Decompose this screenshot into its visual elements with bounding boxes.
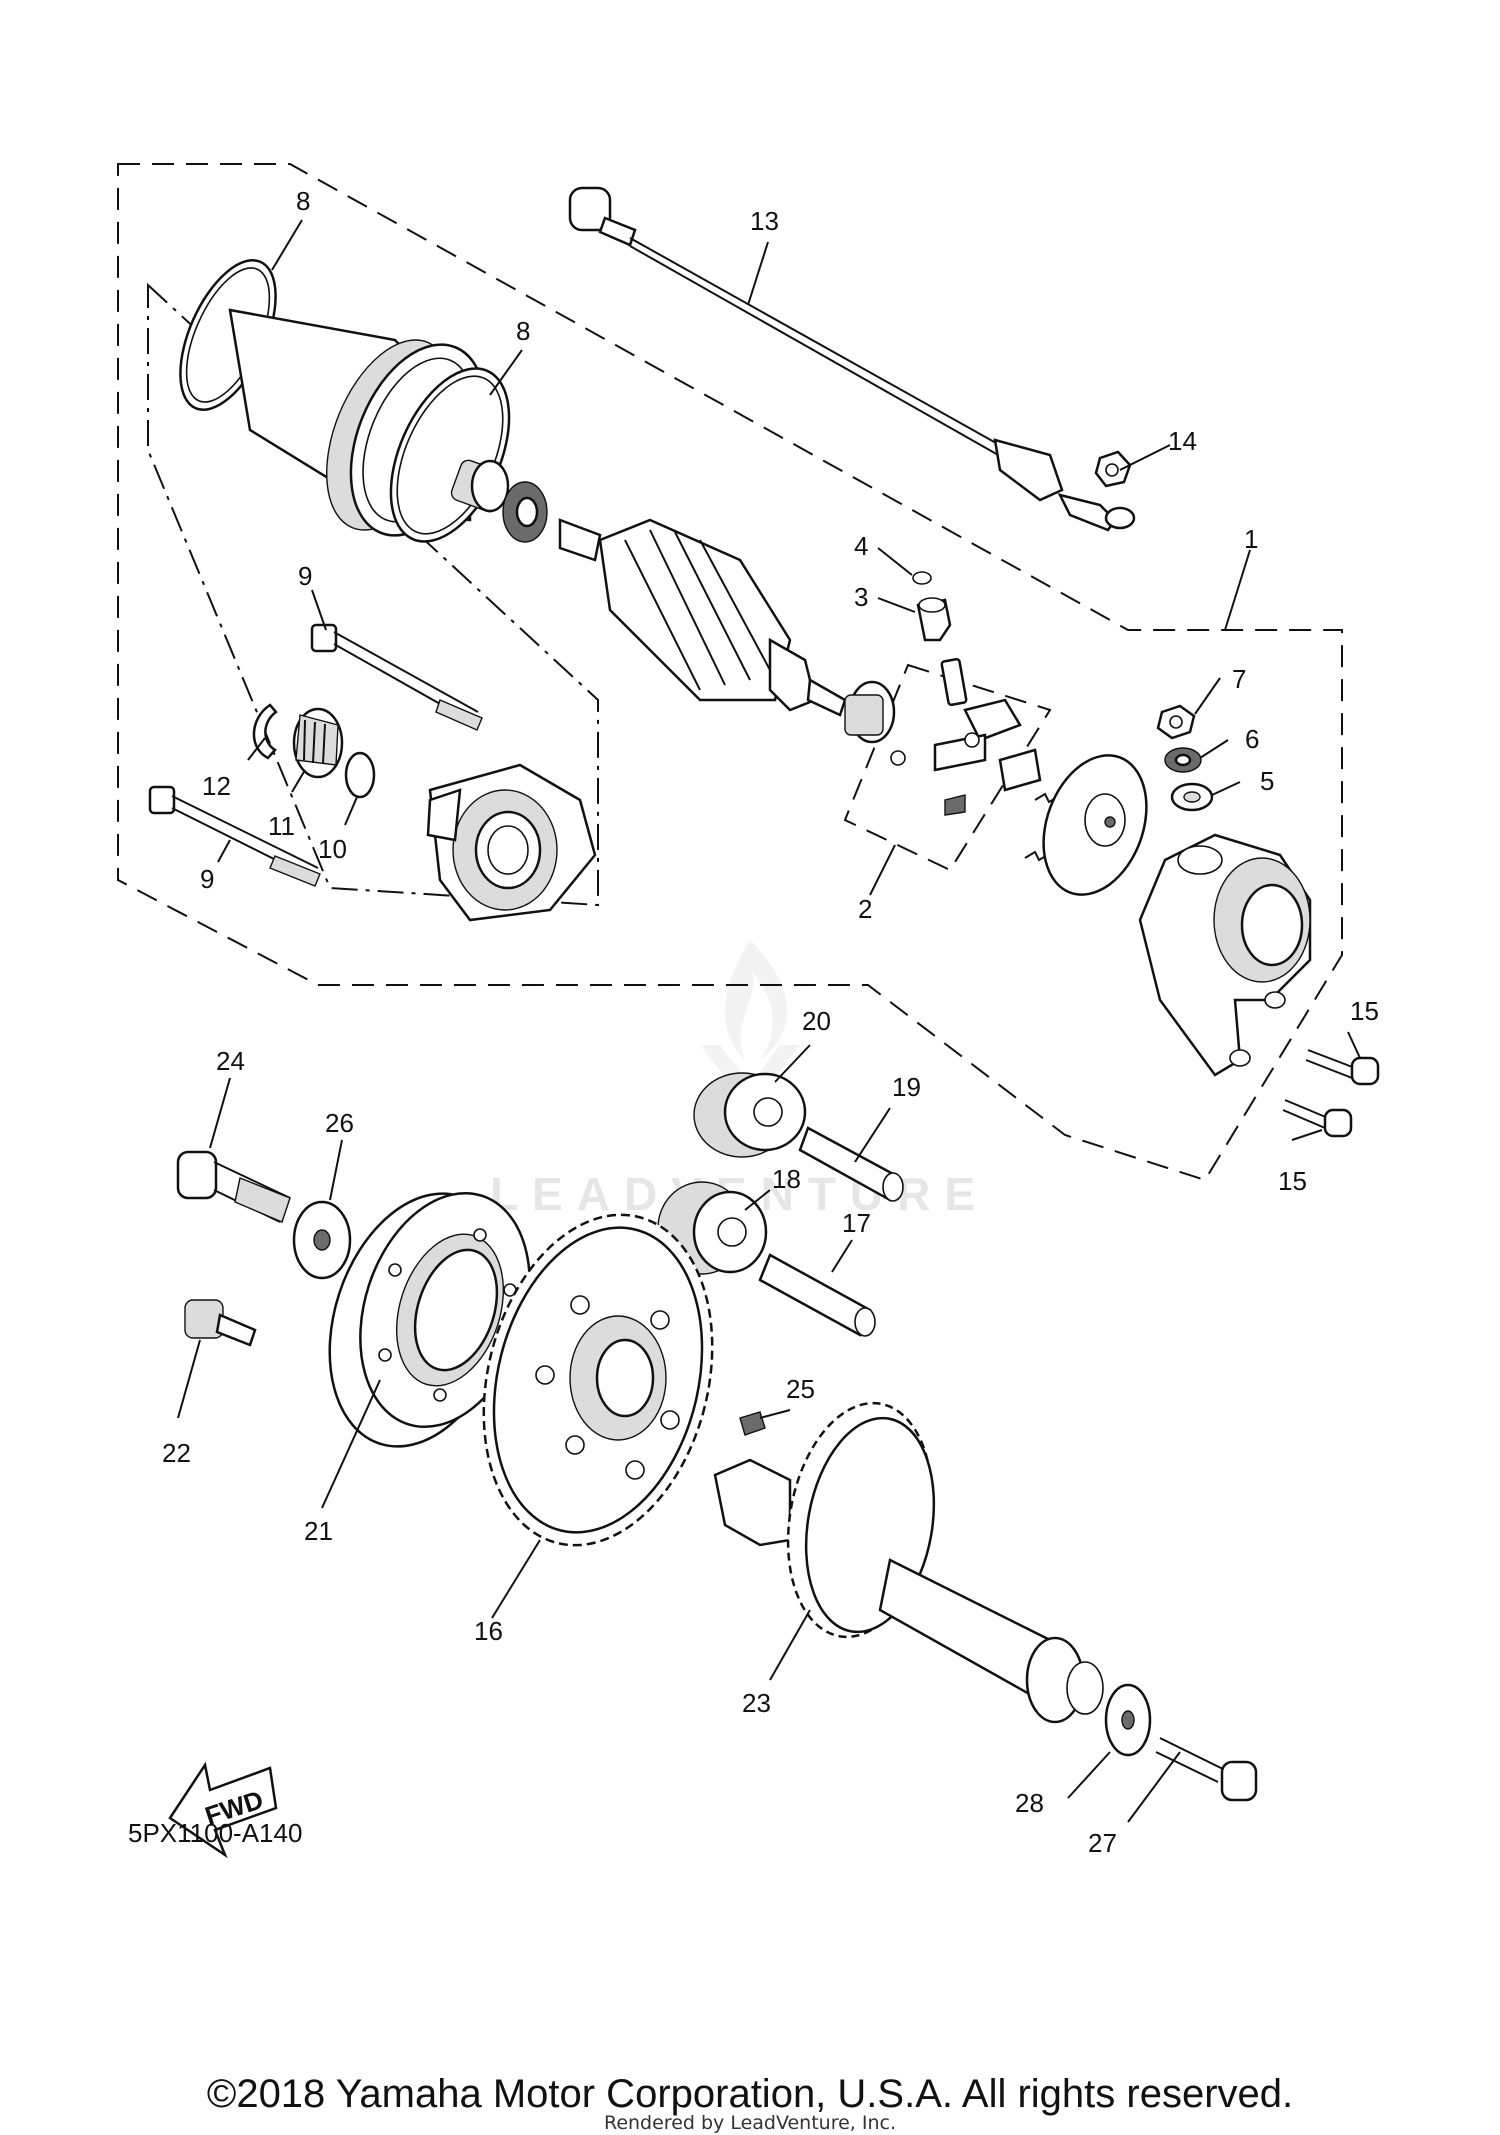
callout-5: 5 — [1260, 766, 1274, 796]
key-25 — [739, 1411, 766, 1436]
callout-24: 24 — [216, 1046, 245, 1076]
callout-19: 19 — [892, 1072, 921, 1102]
washer-28 — [1104, 1683, 1152, 1757]
callout-11: 11 — [268, 811, 295, 841]
callout-4: 4 — [854, 531, 868, 561]
callout-2: 2 — [858, 894, 872, 924]
circlip — [252, 703, 278, 760]
callout-17: 17 — [842, 1208, 871, 1238]
callout-22: 22 — [162, 1438, 191, 1468]
callout-9a: 9 — [298, 561, 312, 591]
callout-26: 26 — [325, 1108, 354, 1138]
o-ring-10 — [344, 751, 376, 799]
washer-26 — [292, 1200, 352, 1280]
callout-1: 1 — [1244, 524, 1258, 554]
through-bolt-upper — [310, 623, 483, 731]
callout-6: 6 — [1245, 724, 1259, 754]
callout-16: 16 — [474, 1616, 503, 1646]
callout-7: 7 — [1232, 664, 1246, 694]
bolt-22 — [184, 1299, 257, 1347]
bolt-24 — [176, 1150, 291, 1223]
through-bolt-lower — [148, 785, 321, 887]
bolt-15a — [1305, 1049, 1380, 1086]
callout-12: 12 — [202, 771, 231, 801]
callout-15b: 15 — [1278, 1166, 1307, 1196]
callout-8a: 8 — [296, 186, 310, 216]
nut-14 — [1094, 450, 1132, 488]
callout-27: 27 — [1088, 1828, 1117, 1858]
watermark-logo — [700, 940, 800, 1110]
brush-plate — [1042, 754, 1148, 896]
washer-5 — [1170, 782, 1214, 812]
rendered-by-credit: Rendered by LeadVenture, Inc. — [603, 2112, 897, 2134]
idler-gear-20 — [693, 1072, 807, 1158]
callout-25: 25 — [786, 1374, 815, 1404]
callout-13: 13 — [750, 206, 779, 236]
shaft-19 — [798, 1126, 904, 1202]
rear-cover — [1138, 833, 1312, 1077]
callout-8b: 8 — [516, 316, 530, 346]
callout-28: 28 — [1015, 1788, 1044, 1818]
callout-9b: 9 — [200, 864, 214, 894]
callout-14: 14 — [1168, 426, 1197, 456]
diagram-code: 5PX1100-A140 — [128, 1818, 303, 1848]
callout-18: 18 — [772, 1164, 801, 1194]
callout-23: 23 — [742, 1688, 771, 1718]
callout-21: 21 — [304, 1516, 333, 1546]
callout-3: 3 — [854, 582, 868, 612]
armature — [558, 518, 896, 744]
driven-shaft-gear — [713, 1401, 1104, 1724]
leader-lines — [177, 219, 1361, 1823]
bolt-27 — [1155, 1737, 1258, 1802]
o-ring-8a — [179, 259, 277, 411]
callout-labels: 1 2 3 4 5 6 7 8 8 9 9 10 11 12 13 14 15 … — [162, 186, 1379, 1858]
callout-10: 10 — [318, 834, 347, 864]
callout-20: 20 — [802, 1006, 831, 1036]
lead-wire — [568, 186, 1136, 532]
front-cover — [426, 763, 597, 922]
bushing-3 — [916, 597, 952, 642]
callout-15a: 15 — [1350, 996, 1379, 1026]
brush-holder — [890, 657, 1114, 864]
needle-bearing — [450, 459, 510, 513]
oil-seal — [502, 481, 548, 543]
bolt-15b — [1282, 1099, 1353, 1138]
washer-6 — [1164, 747, 1202, 773]
nut-7 — [1156, 704, 1196, 740]
washer-4 — [912, 571, 932, 585]
shaft-17 — [758, 1253, 876, 1337]
copyright-notice: ©2018 Yamaha Motor Corporation, U.S.A. A… — [206, 2072, 1294, 2116]
yoke-assembly-line — [147, 282, 599, 907]
starter-wheel-gear — [482, 1213, 714, 1547]
pinion-gear — [292, 707, 344, 779]
